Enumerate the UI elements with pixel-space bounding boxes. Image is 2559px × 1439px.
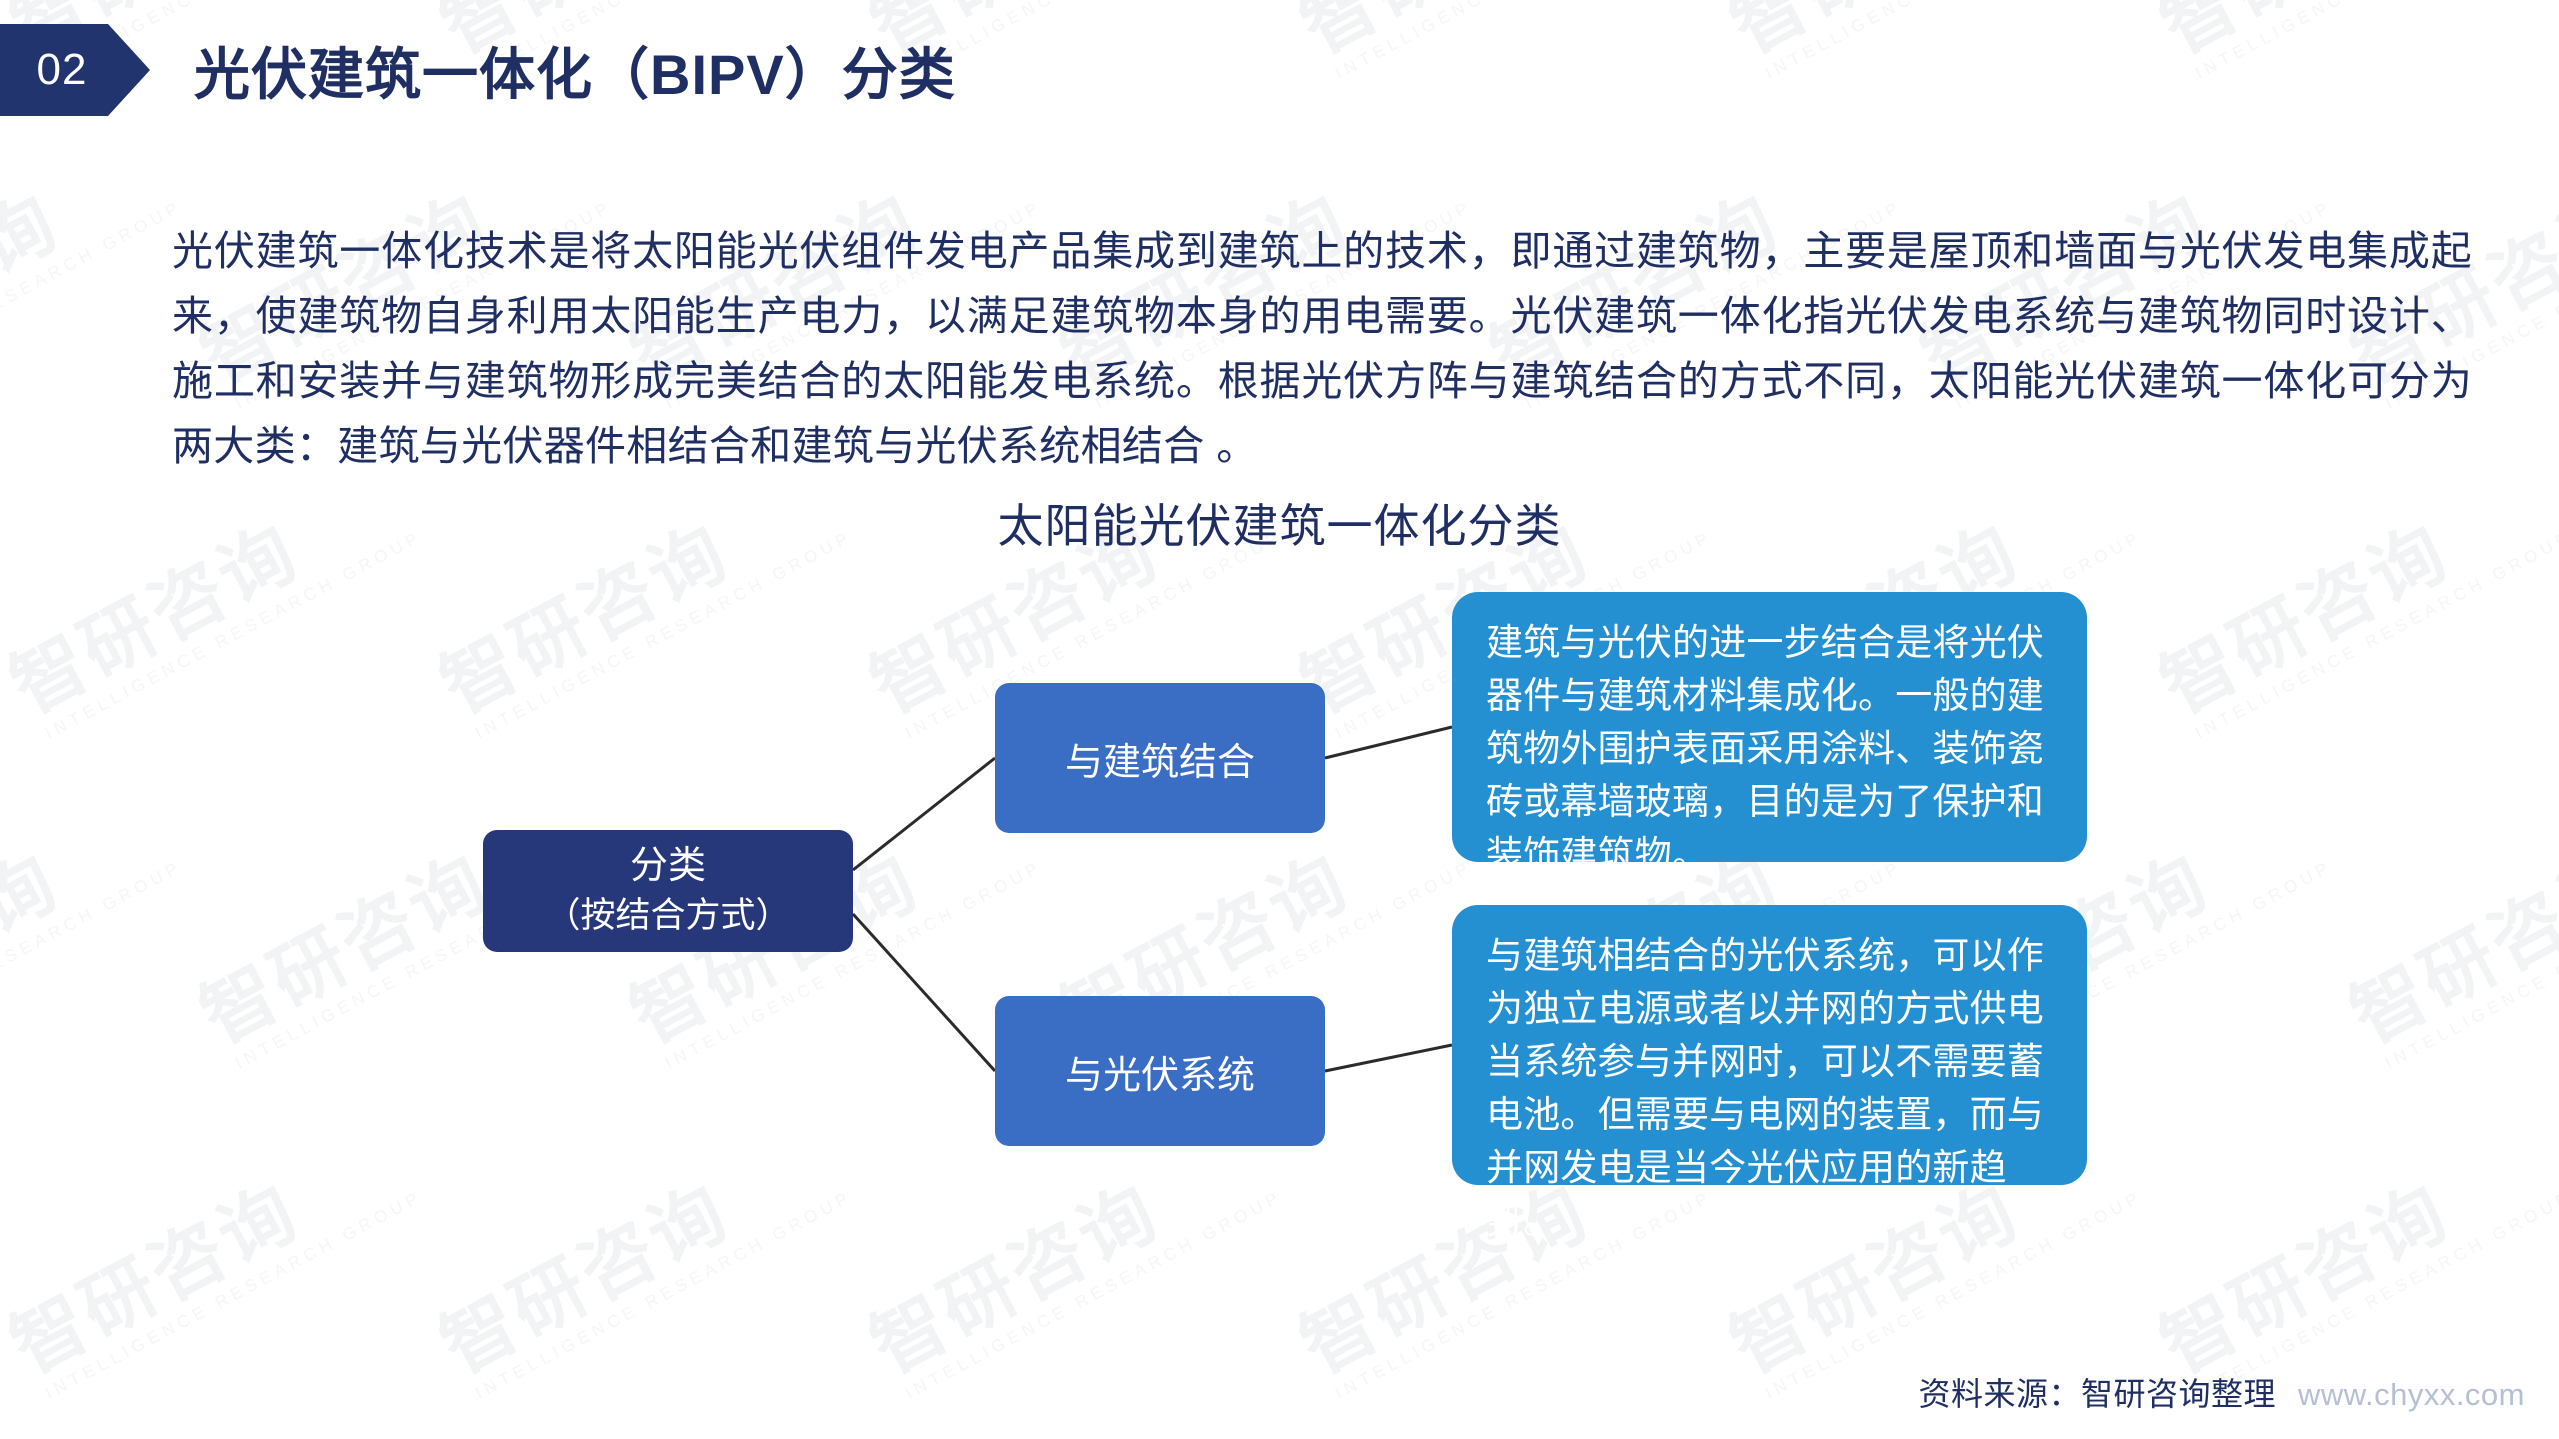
- slide-header: 02 光伏建筑一体化（BIPV）分类: [0, 22, 956, 118]
- diagram-connectors: [851, 725, 1453, 1073]
- classification-diagram: 分类 （按结合方式） 与建筑结合 与光伏系统 建筑与光伏的进一步结合是将光伏器件…: [0, 570, 2559, 1270]
- diagram-description-box-2: 与建筑相结合的光伏系统，可以作为独立电源或者以并网的方式供电当系统参与并网时，可…: [1452, 905, 2087, 1241]
- site-url[interactable]: www.chyxx.com: [2298, 1377, 2525, 1412]
- section-number-badge: 02: [0, 24, 150, 116]
- diagram-node-branch-2[interactable]: 与光伏系统: [995, 996, 1325, 1146]
- diagram-description-box-1: 建筑与光伏的进一步结合是将光伏器件与建筑材料集成化。一般的建筑物外围护表面采用涂…: [1452, 592, 2087, 875]
- slide-footer: 资料来源：智研咨询整理 www.chyxx.com: [1919, 1369, 2526, 1415]
- branch-2-label: 与光伏系统: [1064, 1054, 1255, 1097]
- badge-number-label: 02: [36, 45, 88, 94]
- root-node-label-line1: 分类: [629, 845, 706, 887]
- figure-title: 太阳能光伏建筑一体化分类: [997, 500, 1562, 552]
- source-attribution: 资料来源：智研咨询整理: [1918, 1376, 2277, 1412]
- page-title: 光伏建筑一体化（BIPV）分类: [194, 42, 956, 106]
- root-node-label-line2: （按结合方式）: [545, 896, 791, 935]
- diagram-node-root[interactable]: 分类 （按结合方式）: [483, 830, 853, 952]
- diagram-node-branch-1[interactable]: 与建筑结合: [995, 683, 1325, 833]
- intro-paragraph: 光伏建筑一体化技术是将太阳能光伏组件发电产品集成到建筑上的技术，即通过建筑物，主…: [172, 228, 2472, 469]
- branch-1-label: 与建筑结合: [1064, 741, 1255, 784]
